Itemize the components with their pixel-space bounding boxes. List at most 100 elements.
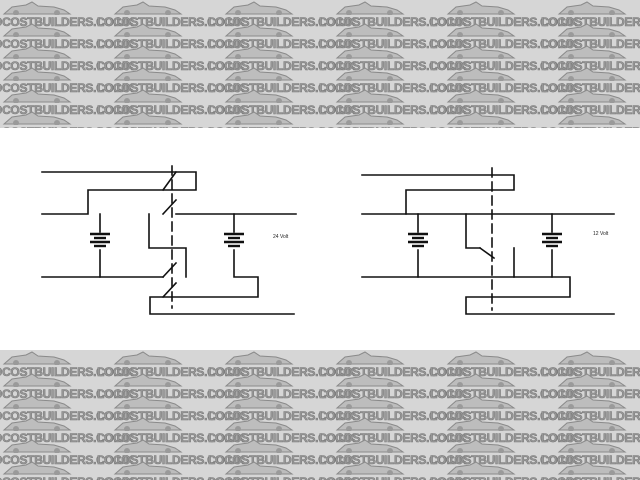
car-silhouette-icon xyxy=(335,111,405,125)
car-silhouette-icon xyxy=(2,439,72,453)
watermark-logo: LOCOSTBUILDERS.CO.UK xyxy=(535,439,640,472)
watermark-logo: LOCOSTBUILDERS.CO.UK xyxy=(91,351,245,384)
watermark-logo: LOCOSTBUILDERS.CO.UK xyxy=(535,373,640,406)
watermark-logo: LOCOSTBUILDERS.CO.UK xyxy=(535,111,640,128)
car-silhouette-icon xyxy=(446,23,516,37)
car-silhouette-icon xyxy=(224,89,294,103)
watermark-logo: LOCOSTBUILDERS.CO.UK xyxy=(202,395,356,428)
watermark-logo: LOCOSTBUILDERS.CO.UK xyxy=(313,373,467,406)
watermark-logo: LOCOSTBUILDERS.CO.UK xyxy=(91,45,245,78)
wire-right-loop-left xyxy=(149,213,295,315)
watermark-logo: LOCOSTBUILDERS.CO.UK xyxy=(202,1,356,34)
car-silhouette-icon xyxy=(446,45,516,59)
car-silhouette-icon xyxy=(113,1,183,15)
car-silhouette-icon xyxy=(113,45,183,59)
car-silhouette-icon xyxy=(557,23,627,37)
car-silhouette-icon xyxy=(2,461,72,475)
watermark-logo: LOCOSTBUILDERS.CO.UK xyxy=(313,1,467,34)
car-silhouette-icon xyxy=(557,461,627,475)
watermark-logo: LOCOSTBUILDERS.CO.UK xyxy=(91,89,245,122)
watermark-logo: LOCOSTBUILDERS.CO.UK xyxy=(424,23,578,56)
battery-right-b xyxy=(542,232,562,248)
car-silhouette-icon xyxy=(224,1,294,15)
watermark-logo: LOCOSTBUILDERS.CO.UK xyxy=(424,45,578,78)
watermark-logo: LOCOSTBUILDERS.CO.UK xyxy=(202,439,356,472)
car-silhouette-icon xyxy=(224,417,294,431)
car-silhouette-icon xyxy=(224,67,294,81)
car-silhouette-icon xyxy=(224,111,294,125)
watermark-row: LOCOSTBUILDERS.CO.UKLOCOSTBUILDERS.CO.UK… xyxy=(0,111,640,128)
circuit-24-volt xyxy=(41,165,297,315)
watermark-logo: LOCOSTBUILDERS.CO.UK xyxy=(202,461,356,480)
car-silhouette-icon xyxy=(557,351,627,365)
watermark-logo: LOCOSTBUILDERS.CO.UK xyxy=(535,417,640,450)
car-silhouette-icon xyxy=(224,351,294,365)
car-silhouette-icon xyxy=(2,111,72,125)
car-silhouette-icon xyxy=(557,417,627,431)
car-silhouette-icon xyxy=(335,395,405,409)
car-silhouette-icon xyxy=(113,111,183,125)
watermark-logo: LOCOSTBUILDERS.CO.UK xyxy=(91,461,245,480)
car-silhouette-icon xyxy=(335,1,405,15)
car-silhouette-icon xyxy=(335,67,405,81)
car-silhouette-icon xyxy=(557,439,627,453)
car-silhouette-icon xyxy=(113,351,183,365)
car-silhouette-icon xyxy=(446,111,516,125)
car-silhouette-icon xyxy=(224,395,294,409)
watermark-logo: LOCOSTBUILDERS.CO.UK xyxy=(313,461,467,480)
watermark-row: LOCOSTBUILDERS.CO.UK LOCOSTBUILDERS.CO.UK… xyxy=(0,89,640,122)
car-silhouette-icon xyxy=(2,373,72,387)
car-silhouette-icon xyxy=(557,373,627,387)
watermark-logo: LOCOSTBUILDERS.CO.UK xyxy=(535,67,640,100)
wire-top-loop-right xyxy=(361,174,515,215)
watermark-logo: LOCOSTBUILDERS.CO.UK xyxy=(313,23,467,56)
car-silhouette-icon xyxy=(2,1,72,15)
car-silhouette-icon xyxy=(557,111,627,125)
car-silhouette-icon xyxy=(446,373,516,387)
car-silhouette-icon xyxy=(224,373,294,387)
car-silhouette-icon xyxy=(446,395,516,409)
watermark-logo: LOCOSTBUILDERS.CO.UK xyxy=(91,111,245,128)
watermark-logo: LOCOSTBUILDERS.CO.UK xyxy=(202,373,356,406)
watermark-logo: LOCOSTBUILDERS.CO.UK xyxy=(313,111,467,128)
watermark-logo: LOCOSTBUILDERS.CO.UK xyxy=(424,67,578,100)
watermark-logo: LOCOSTBUILDERS.CO.UK xyxy=(91,373,245,406)
car-silhouette-icon xyxy=(557,1,627,15)
car-silhouette-icon xyxy=(2,45,72,59)
car-silhouette-icon xyxy=(557,395,627,409)
car-silhouette-icon xyxy=(113,67,183,81)
car-silhouette-icon xyxy=(446,461,516,475)
watermark-logo: LOCOSTBUILDERS.CO.UK xyxy=(424,439,578,472)
battery-right-a xyxy=(408,232,428,248)
car-silhouette-icon xyxy=(335,45,405,59)
watermark-logo: LOCOSTBUILDERS.CO.UK xyxy=(424,373,578,406)
watermark-logo: LOCOSTBUILDERS.CO.UK xyxy=(535,89,640,122)
wire-inner-branch-right xyxy=(465,213,481,249)
car-silhouette-icon xyxy=(335,417,405,431)
watermark-logo: LOCOSTBUILDERS.CO.UK xyxy=(313,45,467,78)
watermark-logo: LOCOSTBUILDERS.CO.UK xyxy=(91,417,245,450)
car-silhouette-icon xyxy=(335,23,405,37)
watermark-logo: LOCOSTBUILDERS.CO.UK xyxy=(313,439,467,472)
watermark-logo: LOCOSTBUILDERS.CO.UK xyxy=(202,67,356,100)
watermark-logo: LOCOSTBUILDERS.CO.UK xyxy=(91,439,245,472)
car-silhouette-icon xyxy=(446,417,516,431)
watermark-logo: LOCOSTBUILDERS.CO.UK xyxy=(424,395,578,428)
watermark-logo: LOCOSTBUILDERS.CO.UK xyxy=(0,461,134,480)
voltage-label-24: 24 Volt xyxy=(273,234,289,240)
watermark-logo: LOCOSTBUILDERS.CO.UK xyxy=(313,89,467,122)
car-silhouette-icon xyxy=(113,23,183,37)
watermark-logo: LOCOSTBUILDERS.CO.UK xyxy=(535,23,640,56)
car-silhouette-icon xyxy=(113,373,183,387)
watermark-logo: LOCOSTBUILDERS.CO.UK xyxy=(0,111,134,128)
car-silhouette-icon xyxy=(335,461,405,475)
watermark-logo: LOCOSTBUILDERS.CO.UK xyxy=(535,1,640,34)
car-silhouette-icon xyxy=(2,351,72,365)
